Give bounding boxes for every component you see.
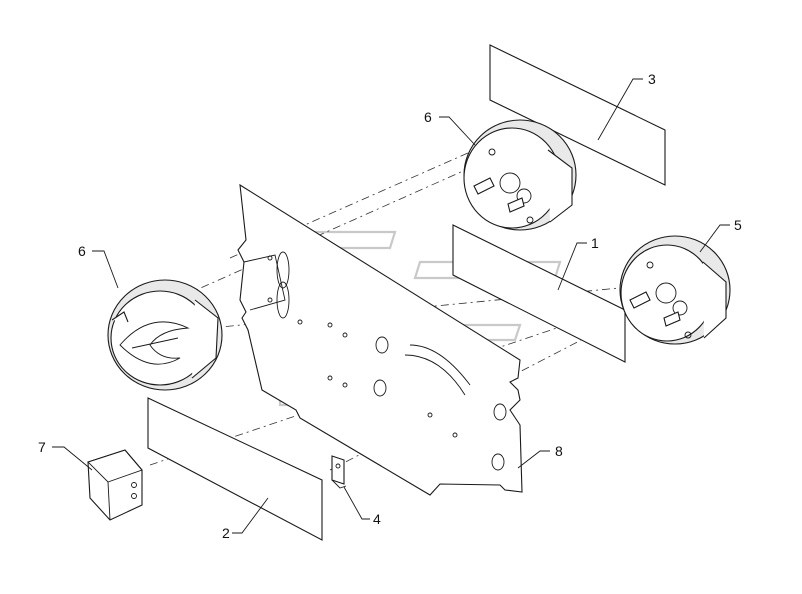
gauge-left-front bbox=[107, 279, 223, 391]
gauge-right-rear bbox=[619, 235, 731, 345]
label-sheet-upper bbox=[489, 44, 666, 186]
gauge-upper-rear bbox=[463, 119, 577, 231]
mounting-bracket-panel bbox=[237, 183, 523, 496]
callout-1: 1 bbox=[591, 235, 599, 251]
callout-3: 3 bbox=[648, 71, 656, 87]
callout-2: 2 bbox=[222, 525, 230, 541]
callout-labels: 3 1 2 4 5 6 6 7 8 bbox=[38, 71, 742, 541]
small-box-component bbox=[87, 449, 143, 521]
small-clip bbox=[331, 455, 347, 489]
label-sheet-middle bbox=[452, 224, 626, 363]
callout-7: 7 bbox=[38, 439, 46, 455]
leader-lines bbox=[52, 78, 730, 534]
label-sheet-lower bbox=[147, 397, 323, 541]
callout-4: 4 bbox=[373, 511, 381, 527]
callout-6-lower: 6 bbox=[78, 243, 86, 259]
callout-8: 8 bbox=[555, 443, 563, 459]
callout-5: 5 bbox=[734, 217, 742, 233]
callout-6-upper: 6 bbox=[424, 109, 432, 125]
